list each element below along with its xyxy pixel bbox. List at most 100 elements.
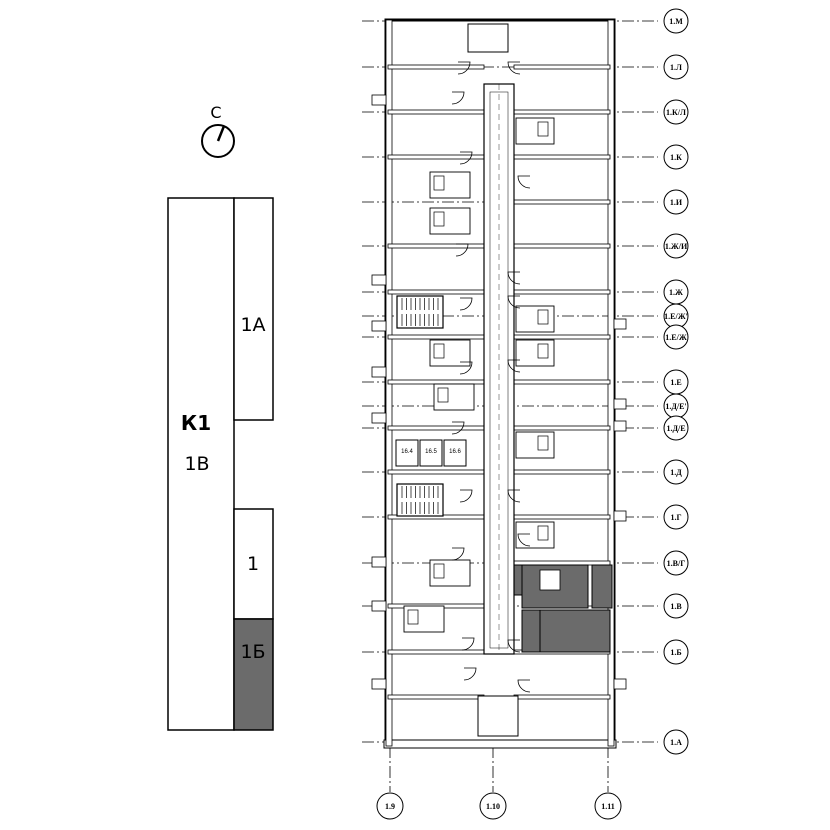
grid-axis-label: 1.Ж (669, 288, 683, 297)
door-swing-arc (507, 271, 521, 285)
balcony-tab (371, 600, 387, 612)
door-swing-arc (507, 639, 521, 653)
door-swing-arc (517, 679, 531, 693)
partition-wall (513, 425, 611, 431)
grid-axis-bubble (663, 144, 689, 170)
grid-axis-label: 1.В (670, 602, 682, 611)
grid-axis-bubble (663, 415, 689, 441)
partition-wall (387, 243, 485, 249)
top-core (467, 23, 509, 53)
grid-axis-label: 1.И (670, 198, 683, 207)
grid-axis-label: 1.Б (670, 648, 681, 657)
partition-wall (387, 334, 485, 340)
north-arrow-icon (201, 124, 235, 158)
key-label-1a: 1А (240, 314, 265, 336)
partition-wall (387, 649, 485, 655)
grid-axis-bubble (479, 792, 507, 820)
bath-fixture (537, 525, 549, 541)
bottom-core (477, 695, 519, 737)
partition-wall (513, 379, 611, 385)
door-swings (451, 61, 531, 693)
key-label-1: 1 (247, 553, 259, 575)
key-section-1v (167, 197, 235, 731)
grid-axis-label: 1.Д/Е (666, 424, 685, 433)
grid-axis-label: 1.В/Г (667, 559, 686, 568)
grid-axis-label: 1.Е/Ж (665, 333, 687, 342)
key-section-1b (233, 618, 274, 731)
partition-wall (513, 243, 611, 249)
lift-3 (443, 439, 467, 467)
grid-axis-label: 1.Ж/И (665, 242, 688, 251)
room-tag-16-5: 16.5 (425, 449, 437, 455)
apartment-room-2 (539, 609, 611, 653)
room-tag-16-6: 16.6 (449, 449, 461, 455)
partition-wall (513, 289, 611, 295)
bath-fixture (433, 175, 445, 191)
door-swing-arc (507, 489, 521, 503)
grid-axis-bubble (376, 792, 404, 820)
grid-axis-label: 1.Е/Ж' (664, 312, 688, 321)
door-swing-arc (451, 547, 465, 561)
partition-wall (513, 109, 611, 115)
partition-wall (513, 64, 611, 70)
north-arrow-needle (216, 125, 226, 142)
grid-axis-bubble (663, 324, 689, 350)
balcony-tab (371, 412, 387, 424)
horizontal-grid-axes: 1.М1.Л1.К/Л1.К1.И1.Ж/И1.Ж1.Е/Ж'1.Е/Ж1.Е1… (362, 8, 689, 755)
grid-axis-label: 1.Д (670, 468, 682, 477)
door-swing-arc (455, 243, 469, 257)
partition-wall (387, 425, 485, 431)
grid-axis-label: 1.9 (385, 802, 395, 811)
balcony-tab (371, 274, 387, 286)
door-swing-arc (507, 61, 521, 75)
right-apartments (467, 23, 627, 737)
door-swing-arc (517, 175, 531, 189)
partition-wall (513, 514, 611, 520)
grid-axis-bubble (663, 54, 689, 80)
grid-axis-bubble (594, 792, 622, 820)
door-swing-arc (461, 637, 475, 651)
key-section-1a (233, 197, 274, 421)
partition-wall (387, 694, 485, 700)
apartment-loggia (591, 564, 613, 609)
door-swing-arc (517, 533, 531, 547)
balcony-tab (371, 678, 387, 690)
grid-axis-bubble (663, 729, 689, 755)
balcony-tab (613, 678, 627, 690)
bath-fixture (537, 121, 549, 137)
key-label-1b: 1Б (240, 641, 265, 663)
partition-wall (387, 109, 485, 115)
grid-axis-bubble (663, 550, 689, 576)
door-swing-arc (463, 667, 477, 681)
grid-axis-bubble (663, 99, 689, 125)
bath-fixture (433, 563, 445, 579)
balcony-tab (371, 94, 387, 106)
central-corridor (483, 83, 515, 655)
door-swing-arc (459, 489, 473, 503)
bath-fixture (433, 211, 445, 227)
door-swing-arc (451, 421, 465, 435)
bath-fixture (433, 343, 445, 359)
partition-wall (387, 64, 485, 70)
bath-fixture (437, 387, 449, 403)
building-label: К1 (181, 411, 211, 435)
door-swing-arc (459, 361, 473, 375)
partition-wall (387, 289, 485, 295)
lift-1 (395, 439, 419, 467)
key-label-1v: 1В (184, 453, 209, 475)
door-swing-arc (459, 151, 473, 165)
bathroom-block (403, 605, 445, 633)
kitchen-fixture (539, 569, 561, 591)
grid-axis-bubble (663, 459, 689, 485)
stair-lower (396, 483, 444, 517)
partition-wall (513, 694, 611, 700)
grid-axis-bubble (663, 8, 689, 34)
stair-upper (396, 295, 444, 329)
balcony-tab (613, 398, 627, 410)
bath-fixture (537, 343, 549, 359)
door-swing-arc (451, 91, 465, 105)
bath-fixture (407, 609, 419, 625)
balcony-tab (371, 320, 387, 332)
